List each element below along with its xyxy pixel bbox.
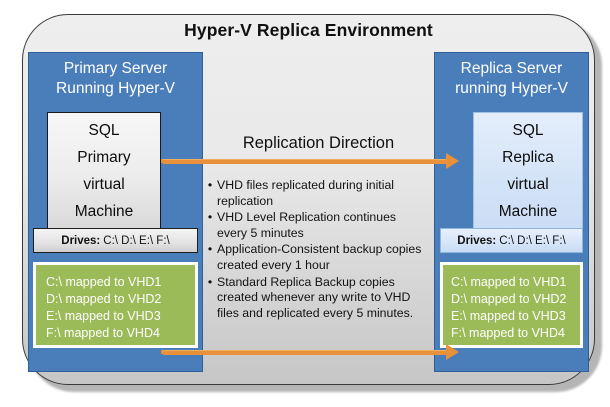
primary-mapping-row: F:\ mapped to VHD4 xyxy=(46,326,160,340)
diagram-title: Hyper-V Replica Environment xyxy=(184,20,433,40)
primary-mapping-row: E:\ mapped to VHD3 xyxy=(46,309,161,323)
primary-drives-value: C:\ D:\ E:\ F:\ xyxy=(103,234,170,247)
replica-mapping-row: C:\ mapped to VHD1 xyxy=(451,275,567,289)
replication-direction-heading: Replication Direction xyxy=(242,134,395,152)
primary-vm-line4: Machine xyxy=(74,203,134,220)
replica-vm-line3: virtual xyxy=(507,176,549,193)
replica-mapping-box: C:\ mapped to VHD1 D:\ mapped to VHD2 E:… xyxy=(440,262,583,348)
replica-server-title-line1: Replica Server xyxy=(460,60,563,77)
primary-vm-box: SQL Primary virtual Machine xyxy=(47,112,161,230)
primary-drives-box: Drives: C:\ D:\ E:\ F:\ xyxy=(33,228,198,253)
replica-mapping-row: E:\ mapped to VHD3 xyxy=(451,309,566,323)
replica-vm-line4: Machine xyxy=(498,203,558,220)
replica-vm-box: SQL Replica virtual Machine xyxy=(473,112,583,230)
replication-notes-list: • VHD files replicated during initial re… xyxy=(203,178,425,322)
replica-vm-line2: Replica xyxy=(502,149,554,166)
list-item: • Standard Replica Backup copies created… xyxy=(203,275,425,322)
replica-drives-box: Drives: C:\ D:\ E:\ F:\ xyxy=(440,228,583,253)
list-item-text: Application-Consistent backup copies cre… xyxy=(217,242,422,272)
replica-drives-label: Drives: xyxy=(457,234,497,247)
primary-server-title: Primary Server Running Hyper-V xyxy=(29,59,202,99)
replication-arrow-bottom-head-icon xyxy=(446,344,459,360)
replication-arrow-top-line xyxy=(163,159,448,164)
primary-vm-line2: Primary xyxy=(77,149,131,166)
list-item: • Application-Consistent backup copies c… xyxy=(203,242,425,273)
replica-mapping-row: F:\ mapped to VHD4 xyxy=(451,326,565,340)
list-item-text: Standard Replica Backup copies created w… xyxy=(217,274,414,320)
primary-mapping-row: D:\ mapped to VHD2 xyxy=(46,292,162,306)
primary-vm-line3: virtual xyxy=(83,176,125,193)
list-item: • VHD files replicated during initial re… xyxy=(203,178,425,209)
bullet-icon: • xyxy=(207,242,213,257)
primary-mapping-box: C:\ mapped to VHD1 D:\ mapped to VHD2 E:… xyxy=(33,262,198,348)
primary-vm-line1: SQL xyxy=(88,122,120,139)
replica-server-title-line2: running Hyper-V xyxy=(455,80,568,97)
list-item-text: VHD files replicated during initial repl… xyxy=(217,178,395,208)
bullet-icon: • xyxy=(207,274,213,289)
replica-mapping-row: D:\ mapped to VHD2 xyxy=(451,292,567,306)
primary-mapping-row: C:\ mapped to VHD1 xyxy=(46,275,162,289)
list-item: • VHD Level Replication continues every … xyxy=(203,210,425,241)
replica-vm-line1: SQL xyxy=(512,122,544,139)
primary-drives-label: Drives: xyxy=(61,234,101,247)
replication-arrow-bottom-line xyxy=(163,350,448,355)
replica-server-title: Replica Server running Hyper-V xyxy=(435,59,588,99)
bullet-icon: • xyxy=(207,210,213,225)
replica-drives-value: C:\ D:\ E:\ F:\ xyxy=(499,234,566,247)
replication-arrow-top-head-icon xyxy=(446,153,459,169)
list-item-text: VHD Level Replication continues every 5 … xyxy=(217,210,397,240)
bullet-icon: • xyxy=(207,178,213,192)
primary-server-title-line1: Primary Server xyxy=(63,60,168,77)
primary-server-title-line2: Running Hyper-V xyxy=(56,80,175,97)
